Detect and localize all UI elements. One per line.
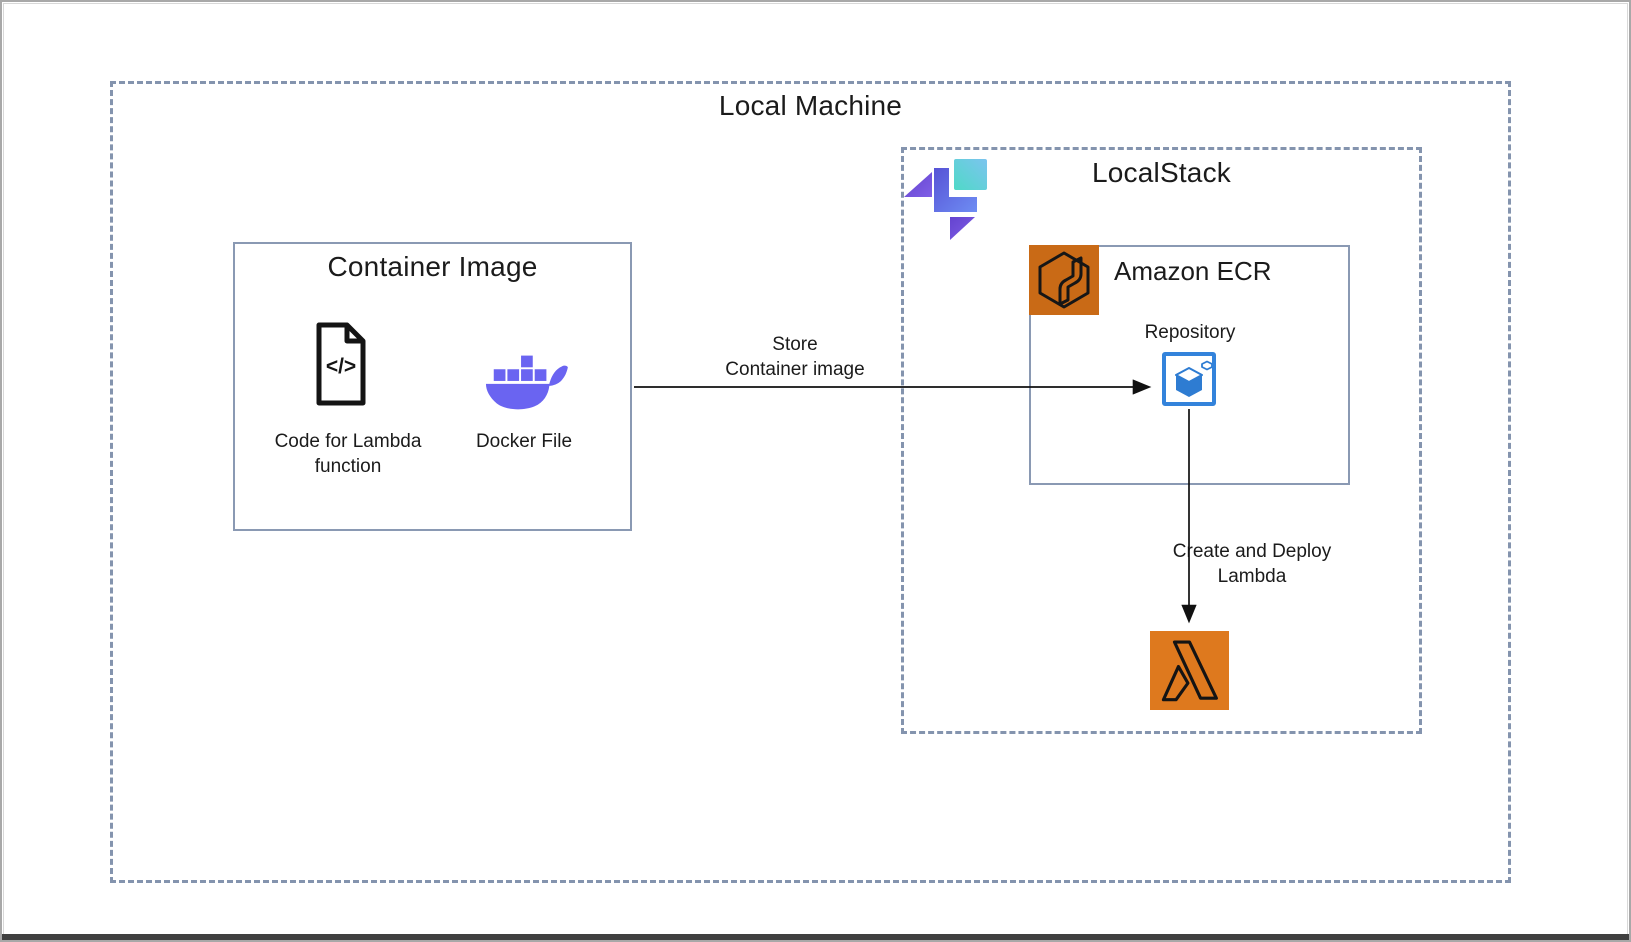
docker-file-label: Docker File	[475, 431, 573, 452]
deploy-arrow-label: Create and Deploy Lambda	[1172, 541, 1332, 587]
lambda-icon	[1150, 631, 1229, 710]
docker-icon	[474, 340, 572, 418]
store-arrow-label: Store Container image	[725, 334, 865, 380]
local-machine-title: Local Machine	[718, 90, 903, 121]
window-bottom-edge	[2, 934, 1629, 940]
code-file-label: Code for Lambda function	[274, 431, 422, 477]
code-file-icon: </>	[312, 321, 370, 407]
localstack-boundary	[901, 147, 1422, 734]
container-image-box	[233, 242, 632, 531]
code-glyph: </>	[326, 355, 356, 378]
container-image-title: Container Image	[327, 251, 538, 282]
repository-icon	[1162, 352, 1216, 406]
local-machine-boundary	[110, 81, 1511, 883]
localstack-title: LocalStack	[1092, 157, 1231, 188]
amazon-ecr-title: Amazon ECR	[1114, 256, 1272, 286]
localstack-logo-icon	[902, 154, 992, 242]
repository-label: Repository	[1144, 322, 1236, 343]
ecr-icon	[1029, 245, 1099, 315]
